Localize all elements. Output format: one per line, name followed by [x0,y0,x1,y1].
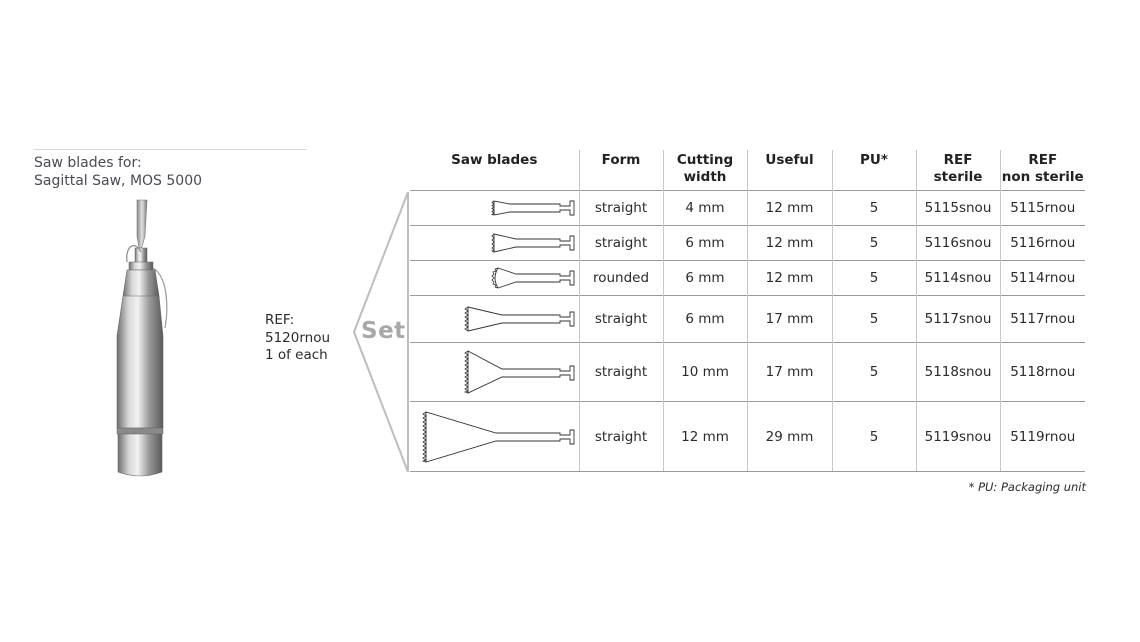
cell-pu: 5 [832,225,917,261]
footnote-packaging-unit: * PU: Packaging unit [968,480,1086,494]
straight-blade-6mm-icon [490,233,574,253]
cell-pu: 5 [832,401,917,472]
straight-blade-4mm-icon [490,200,574,216]
straight-blade-10mm-icon [463,350,574,394]
cell-pu: 5 [832,342,917,402]
cell-pu: 5 [832,295,917,343]
set-reference: REF: 5120rnou 1 of each [265,312,330,365]
blade-image-cell [410,260,580,296]
cell-form: straight [579,190,664,226]
cell-ref-sterile: 5115snou [916,190,1001,226]
table-row: straight 6 mm 17 mm 5 5117snou 5117rnou [410,295,1085,343]
blade-image-cell [410,225,580,261]
header-saw-blades: Saw blades [410,150,580,191]
table-row: rounded 6 mm 12 mm 5 5114snou 5114rnou [410,260,1085,296]
cell-useful: 17 mm [747,295,833,343]
set-ref-label: REF: [265,312,295,328]
cell-ref-non-sterile: 5116rnou [1000,225,1085,261]
header-form: Form [579,150,664,191]
cell-cutting-width: 6 mm [663,225,748,261]
cell-form: rounded [579,260,664,296]
cell-ref-non-sterile: 5114rnou [1000,260,1085,296]
table-row: straight 10 mm 17 mm 5 5118snou 5118rnou [410,342,1085,402]
table-row: straight 6 mm 12 mm 5 5116snou 5116rnou [410,225,1085,261]
blade-image-cell [410,190,580,226]
set-bracket [352,191,409,473]
cell-form: straight [579,401,664,472]
title-line-1: Saw blades for: [34,155,142,171]
straight-blade-12mm-icon [421,410,574,463]
blade-image-cell [410,295,580,343]
cell-ref-non-sterile: 5118rnou [1000,342,1085,402]
cell-pu: 5 [832,190,917,226]
cell-ref-non-sterile: 5117rnou [1000,295,1085,343]
cell-ref-sterile: 5118snou [916,342,1001,402]
set-label: Set [361,318,406,344]
cell-ref-sterile: 5119snou [916,401,1001,472]
blade-image-cell [410,401,580,472]
top-divider [34,149,307,150]
rounded-blade-6mm-icon [490,267,574,289]
cell-ref-sterile: 5114snou [916,260,1001,296]
header-useful: Useful [747,150,833,191]
set-note: 1 of each [265,347,328,363]
product-title: Saw blades for: Sagittal Saw, MOS 5000 [34,154,202,190]
sagittal-saw-handpiece-image [116,199,168,477]
cell-cutting-width: 6 mm [663,295,748,343]
header-pu: PU* [832,150,917,191]
cell-cutting-width: 10 mm [663,342,748,402]
cell-cutting-width: 4 mm [663,190,748,226]
cell-form: straight [579,225,664,261]
cell-cutting-width: 12 mm [663,401,748,472]
cell-cutting-width: 6 mm [663,260,748,296]
cell-useful: 29 mm [747,401,833,472]
cell-form: straight [579,342,664,402]
table-row: straight 12 mm 29 mm 5 5119snou 5119rnou [410,401,1085,472]
cell-useful: 12 mm [747,190,833,226]
cell-ref-non-sterile: 5115rnou [1000,190,1085,226]
cell-ref-sterile: 5116snou [916,225,1001,261]
cell-form: straight [579,295,664,343]
straight-blade-6mm-long-icon [463,306,574,332]
title-line-2: Sagittal Saw, MOS 5000 [34,173,203,189]
cell-useful: 17 mm [747,342,833,402]
cell-useful: 12 mm [747,225,833,261]
blade-image-cell [410,342,580,402]
cell-ref-non-sterile: 5119rnou [1000,401,1085,472]
cell-pu: 5 [832,260,917,296]
cell-ref-sterile: 5117snou [916,295,1001,343]
set-ref-code: 5120rnou [265,329,331,346]
cell-useful: 12 mm [747,260,833,296]
table-row: straight 4 mm 12 mm 5 5115snou 5115rnou [410,190,1085,226]
